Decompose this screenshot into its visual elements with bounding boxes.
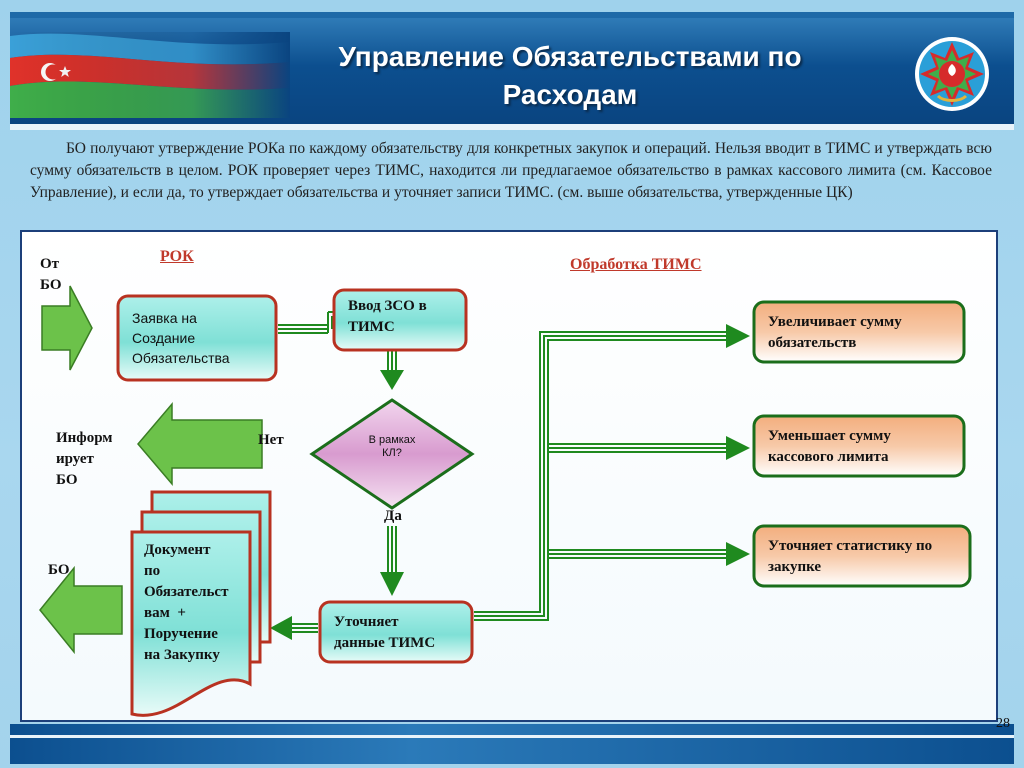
document-text: Документ по Обязательст вам + Поручение … (144, 542, 229, 663)
footer-stripe (10, 735, 1014, 738)
stats-box-text: Уточняет статистику по закупке (768, 538, 933, 575)
azerbaijan-flag-image (10, 32, 290, 118)
yes-label: Да (384, 508, 402, 524)
page-title: Управление Обязательствами по Расходам (338, 41, 802, 110)
bo-out-arrow-icon (39, 565, 123, 655)
connector-decision-to-update (387, 526, 397, 572)
document-stack (130, 490, 272, 717)
decrease-box-text: Уменьшает сумму кассового лимита (768, 428, 891, 465)
from-bo-arrow-icon (41, 285, 93, 371)
input-box (332, 288, 468, 352)
decision-diamond (309, 398, 475, 510)
arrowhead-left-icon (270, 616, 292, 640)
connector-input-to-decision (387, 350, 397, 370)
connector-update-to-document (292, 623, 318, 633)
arrowhead-down-icon (380, 572, 404, 596)
intro-paragraph: БО получают утверждение РОКа по каждому … (30, 140, 992, 201)
decision-text: В рамках КЛ? (368, 434, 416, 459)
arrowhead-down-icon (380, 370, 404, 390)
flow-diagram (39, 285, 972, 717)
arrowhead-right-icon (726, 436, 750, 460)
header-stripe (10, 124, 1014, 130)
heading-rok: РОК (160, 248, 194, 265)
decrease-box (752, 414, 966, 478)
update-box-text: Уточняет данные ТИМС (334, 614, 436, 651)
bo-out-label: БО (48, 562, 70, 578)
arrowhead-right-icon (726, 542, 750, 566)
diagram-frame: РОК Обработка ТИМС От БО Информ ирует БО… (20, 230, 998, 722)
page-number: 28 (996, 716, 1010, 731)
arrowhead-right-icon (726, 324, 750, 348)
stats-box (752, 524, 972, 588)
request-box-text: Заявка на Создание Обязательства (132, 310, 230, 366)
update-box (318, 600, 474, 664)
footer-band (10, 724, 1014, 764)
increase-box-text: Увеличивает сумму обязательств (768, 314, 902, 351)
informs-bo-arrow-icon (137, 401, 263, 487)
informs-bo-label: Информ ирует БО (56, 430, 113, 488)
no-label: Нет (258, 432, 284, 448)
connector-request-to-input (278, 311, 334, 334)
from-bo-label: От БО (40, 256, 62, 293)
state-emblem-icon (915, 37, 989, 111)
heading-tims: Обработка ТИМС (570, 256, 702, 273)
connector-update-to-tims (474, 331, 726, 621)
increase-box (752, 300, 966, 364)
input-box-text: Ввод ЗСО в ТИМС (348, 298, 427, 335)
request-box (116, 294, 278, 382)
